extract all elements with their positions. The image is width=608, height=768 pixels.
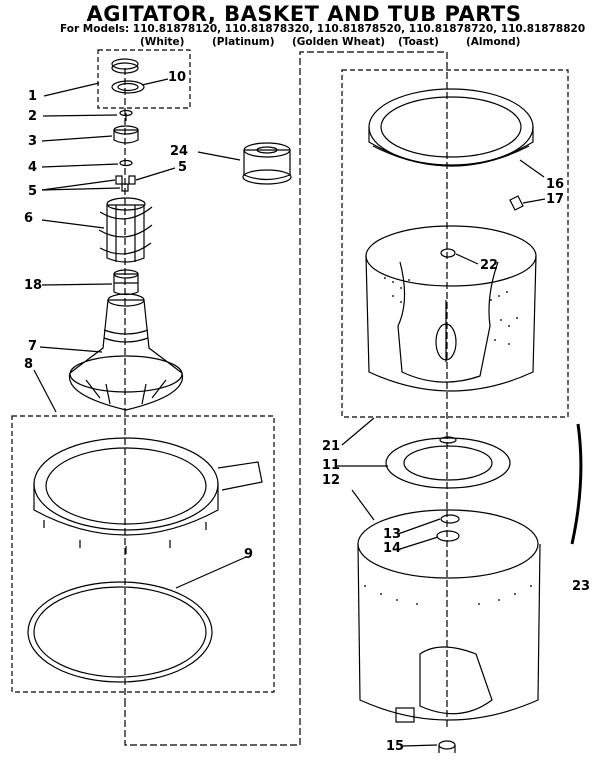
box-part-8: [11, 415, 275, 693]
callout-8: 8: [24, 357, 34, 372]
callout-10: 10: [168, 70, 187, 85]
seal-ring: [111, 80, 145, 94]
callout-4: 4: [28, 160, 38, 175]
callout-5-right: 5: [178, 160, 188, 175]
box-part-21: [341, 69, 569, 418]
callout-18: 18: [24, 278, 43, 293]
color-golden-wheat: (Golden Wheat): [292, 36, 386, 48]
basket-hub: [435, 323, 457, 361]
dog-ear-left: [115, 175, 123, 185]
agitator-cap: [111, 58, 139, 70]
color-almond: (Almond): [466, 36, 521, 48]
leader-lines: [33, 78, 546, 747]
callout-6: 6: [24, 211, 34, 226]
tub-seal-14: [436, 530, 460, 542]
lower-agitator: [68, 299, 184, 411]
spin-basket: [365, 225, 537, 287]
callout-24: 24: [170, 144, 189, 159]
tub-cutaway: [419, 646, 493, 715]
tub-ring: [33, 437, 219, 531]
basket-drive: [385, 437, 511, 489]
color-toast: (Toast): [398, 36, 439, 48]
hose: [570, 423, 583, 545]
agitator-auger: [106, 204, 145, 263]
callout-23: 23: [572, 579, 591, 594]
dog-ear-right: [128, 175, 136, 185]
callout-11: 11: [322, 458, 341, 473]
tub-ring-tab: [217, 461, 263, 491]
clip: [509, 195, 524, 211]
callout-21: 21: [322, 439, 341, 454]
callout-5-left: 5: [28, 184, 38, 199]
callout-7: 7: [28, 339, 38, 354]
tub-nut: [438, 740, 456, 750]
callout-14: 14: [383, 541, 402, 556]
tub-centerline: [124, 51, 448, 746]
callout-2: 2: [28, 109, 38, 124]
models-line: For Models: 110.81878120, 110.81878320, …: [60, 23, 586, 35]
callout-1: 1: [28, 89, 38, 104]
callout-15: 15: [386, 739, 405, 754]
color-platinum: (Platinum): [212, 36, 275, 48]
callout-12: 12: [322, 473, 341, 488]
callout-17: 17: [546, 192, 565, 207]
tub-seal-13: [440, 514, 460, 524]
agitator-dog: [113, 129, 139, 144]
page-title: AGITATOR, BASKET AND TUB PARTS: [86, 2, 522, 26]
basket-nut: [440, 248, 456, 258]
tub-gasket: [27, 581, 213, 683]
callout-3: 3: [28, 134, 38, 149]
color-white: (White): [140, 36, 185, 48]
callout-13: 13: [383, 527, 402, 542]
tub-bracket: [395, 707, 415, 723]
box-part-1: [97, 49, 191, 109]
callout-22: 22: [480, 258, 499, 273]
callout-16: 16: [546, 177, 565, 192]
washer: [119, 159, 133, 167]
callout-9: 9: [244, 547, 254, 562]
